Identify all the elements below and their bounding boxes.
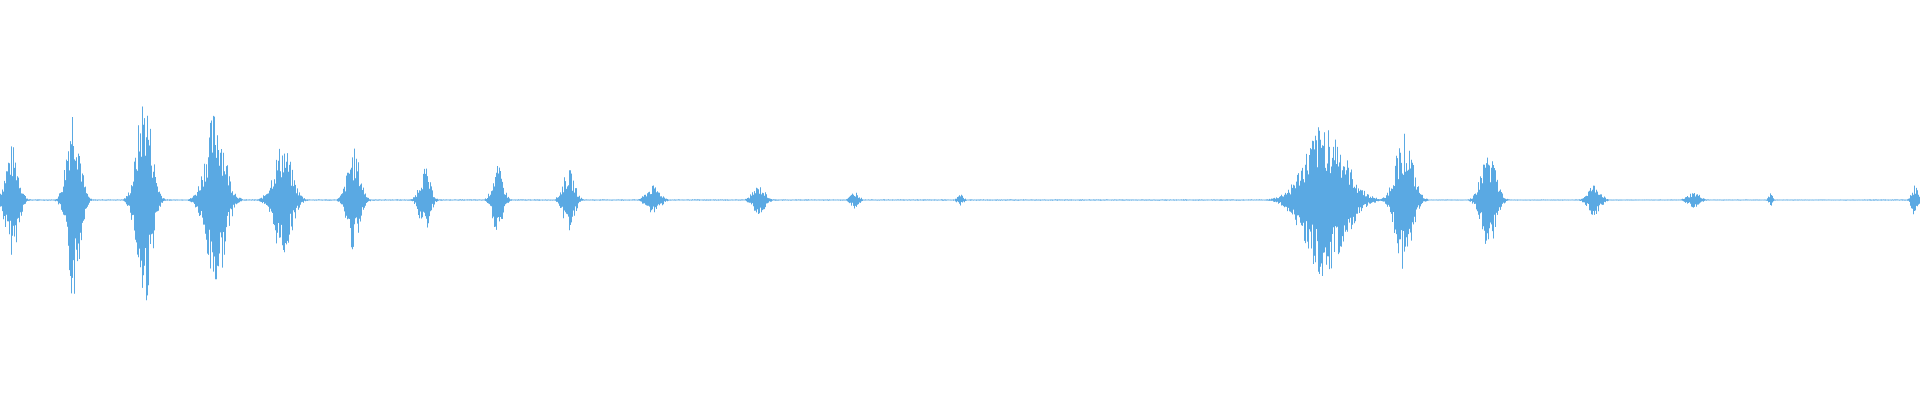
waveform-samples (0, 106, 1920, 301)
